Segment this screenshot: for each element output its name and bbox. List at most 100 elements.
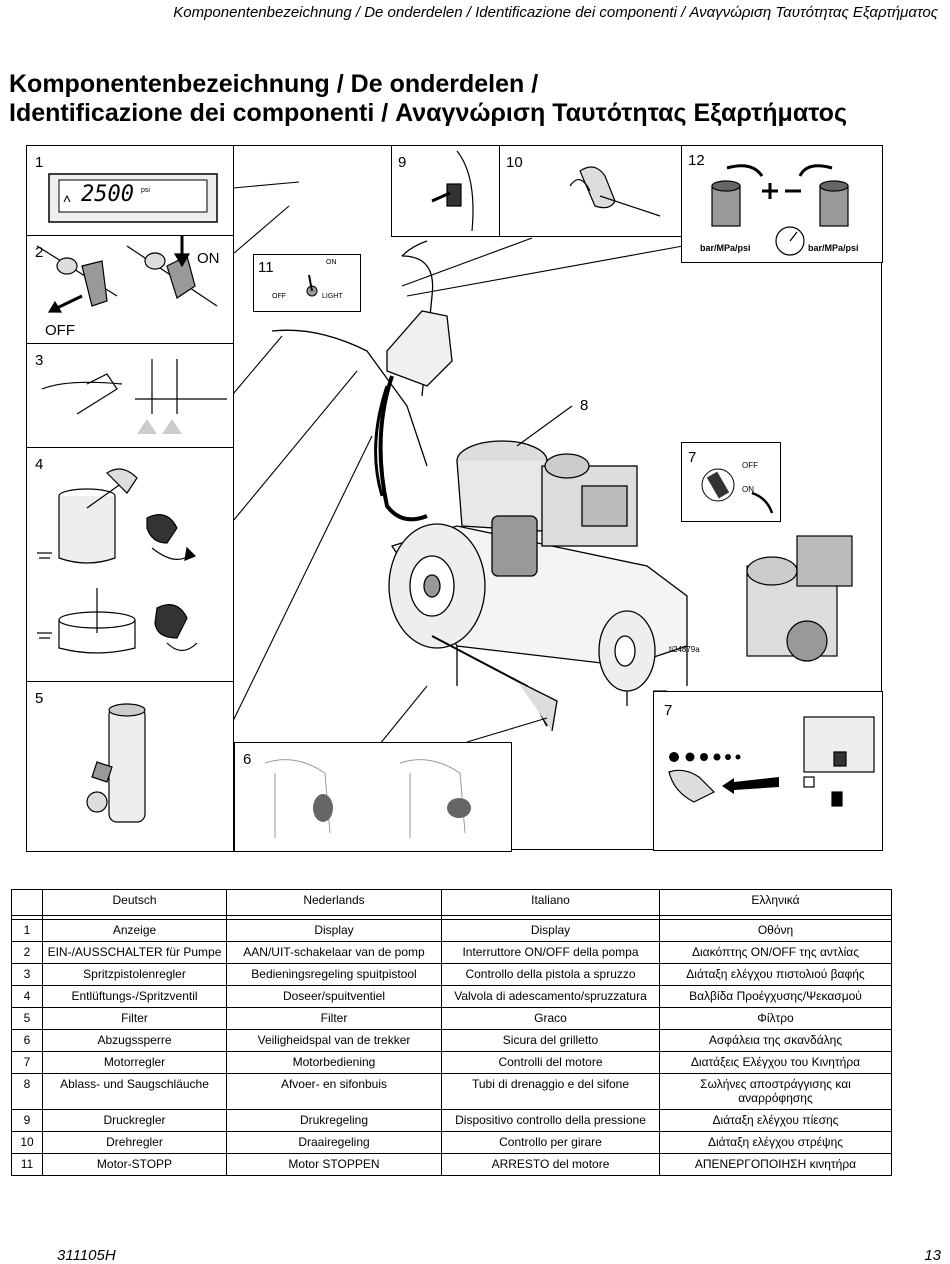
panel-6-trigger-lock: 6	[234, 742, 512, 852]
running-header: Komponentenbezeichnung / De onderdelen /…	[173, 4, 938, 21]
cell-deutsch: Anzeige	[42, 919, 227, 942]
cell-nederlands: Afvoer- en sifonbuis	[226, 1073, 442, 1110]
cell-deutsch: Entlüftungs-/Spritzventil	[42, 985, 227, 1008]
figure-id: ti24879a	[669, 645, 700, 654]
panel-number: 1	[35, 154, 44, 171]
cell-greek: Διακόπτης ON/OFF της αντλίας	[659, 941, 892, 964]
cell-greek: Οθόνη	[659, 919, 892, 942]
cell-italiano: Interruttore ON/OFF della pompa	[441, 941, 660, 964]
row-number: 7	[11, 1051, 43, 1074]
row-number: 6	[11, 1029, 43, 1052]
row-number: 11	[11, 1153, 43, 1176]
page-title-line-2: Identificazione dei componenti / Αναγνώρ…	[9, 99, 847, 127]
cell-nederlands: Doseer/spuitventiel	[226, 985, 442, 1008]
panel-2-pump-switch: 2 ON OFF	[26, 235, 234, 345]
component-illustration: 1 2500 psi 2 ON OFF	[26, 145, 883, 852]
panel-3-gun-control: 3	[26, 343, 234, 449]
cell-nederlands: Bedieningsregeling spuitpistool	[226, 963, 442, 986]
cell-greek: Διάταξη ελέγχου πίεσης	[659, 1109, 892, 1132]
cell-greek: Φίλτρο	[659, 1007, 892, 1030]
cell-nederlands: Motorbediening	[226, 1051, 442, 1074]
cell-italiano: Controllo per girare	[441, 1131, 660, 1154]
panel-number: 5	[35, 690, 44, 707]
page-title: Komponentenbezeichnung / De onderdelen /…	[9, 70, 847, 128]
table-header-row: Deutsch Nederlands Italiano Ελληνικά	[11, 889, 892, 916]
line-striper-drawing	[232, 181, 688, 767]
engine-switch-drawing	[701, 468, 774, 514]
prime-valve-drawing	[37, 468, 198, 654]
turning-control-drawing	[569, 166, 661, 217]
toggle-off-label: OFF	[272, 293, 286, 300]
cell-nederlands: Filter	[226, 1007, 442, 1030]
gauge-label-left: bar/MPa/psi	[700, 243, 751, 253]
engine-off-label: OFF	[742, 461, 758, 470]
panel-number: 9	[398, 154, 407, 171]
cell-italiano: Sicura del grilletto	[441, 1029, 660, 1052]
panel-number: 10	[506, 154, 523, 171]
cell-deutsch: Filter	[42, 1007, 227, 1030]
table-header-nederlands: Nederlands	[226, 889, 442, 916]
panel-4-prime-valve: 4	[26, 447, 234, 683]
panel-10-turning-control: 10	[499, 145, 683, 237]
cell-deutsch: EIN-/AUSSCHALTER für Pumpe	[42, 941, 227, 964]
table-header-deutsch: Deutsch	[42, 889, 227, 916]
cell-nederlands: Drukregeling	[226, 1109, 442, 1132]
toggle-on-label: ON	[326, 259, 337, 266]
cell-greek: Βαλβίδα Προέγχυσης/Ψεκασμού	[659, 985, 892, 1008]
panel-number: 4	[35, 456, 44, 473]
panel-number: 3	[35, 352, 44, 369]
engine-stop-drawing	[431, 150, 474, 232]
cell-deutsch: Motorregler	[42, 1051, 227, 1074]
row-number: 8	[11, 1073, 43, 1110]
panel-number: 2	[35, 244, 44, 261]
page-title-line-1: Komponentenbezeichnung / De onderdelen /	[9, 70, 539, 98]
display-readout: 2500	[81, 182, 134, 207]
callout-8: 8	[580, 397, 589, 414]
panel-9-pressure-control: 12 bar/MPa/psi bar/MPa/psi	[681, 145, 883, 263]
cell-nederlands: AAN/UIT-schakelaar van de pomp	[226, 941, 442, 964]
filter-drawing	[86, 703, 146, 823]
cell-deutsch: Ablass- und Saugschläuche	[42, 1073, 227, 1110]
row-number: 1	[11, 919, 43, 942]
cell-italiano: Display	[441, 919, 660, 942]
cell-italiano: Dispositivo controllo della pressione	[441, 1109, 660, 1132]
cell-greek: Διατάξεις Ελέγχου του Κινητήρα	[659, 1051, 892, 1074]
panel-7-engine-switch: 7 OFF ON	[681, 442, 781, 522]
cell-italiano: Controlli del motore	[441, 1051, 660, 1074]
table-header-number	[11, 889, 43, 916]
toggle-light-label: LIGHT	[322, 293, 343, 300]
engine-controls-drawing	[668, 716, 875, 807]
cell-deutsch: Motor-STOPP	[42, 1153, 227, 1176]
cell-italiano: Valvola di adescamento/spruzzatura	[441, 985, 660, 1008]
cell-italiano: Controllo della pistola a spruzzo	[441, 963, 660, 986]
cell-deutsch: Druckregler	[42, 1109, 227, 1132]
gun-control-drawing	[41, 354, 230, 434]
panel-1-display: 1 2500 psi	[26, 145, 234, 236]
engine-on-label: ON	[742, 485, 754, 494]
cell-greek: Διάταξη ελέγχου πιστολιού βαφής	[659, 963, 892, 986]
panel-number: 6	[243, 751, 252, 768]
engine-drawing	[746, 535, 853, 662]
cell-nederlands: Draairegeling	[226, 1131, 442, 1154]
cell-deutsch: Drehregler	[42, 1131, 227, 1154]
switch-off-label: OFF	[45, 322, 75, 339]
display-unit	[48, 173, 218, 223]
panel-number: 11	[258, 259, 274, 276]
cell-nederlands: Motor STOPPEN	[226, 1153, 442, 1176]
panel-number: 12	[688, 152, 705, 169]
row-number: 5	[11, 1007, 43, 1030]
panel-12-light-toggle: 11 ON OFF LIGHT	[253, 254, 361, 312]
panel-11-engine-stop: 9	[391, 145, 501, 237]
cell-deutsch: Abzugssperre	[42, 1029, 227, 1052]
cell-greek: Σωλήνες αποστράγγισης και αναρρόφησης	[659, 1073, 892, 1110]
pressure-control-drawing	[711, 164, 849, 256]
